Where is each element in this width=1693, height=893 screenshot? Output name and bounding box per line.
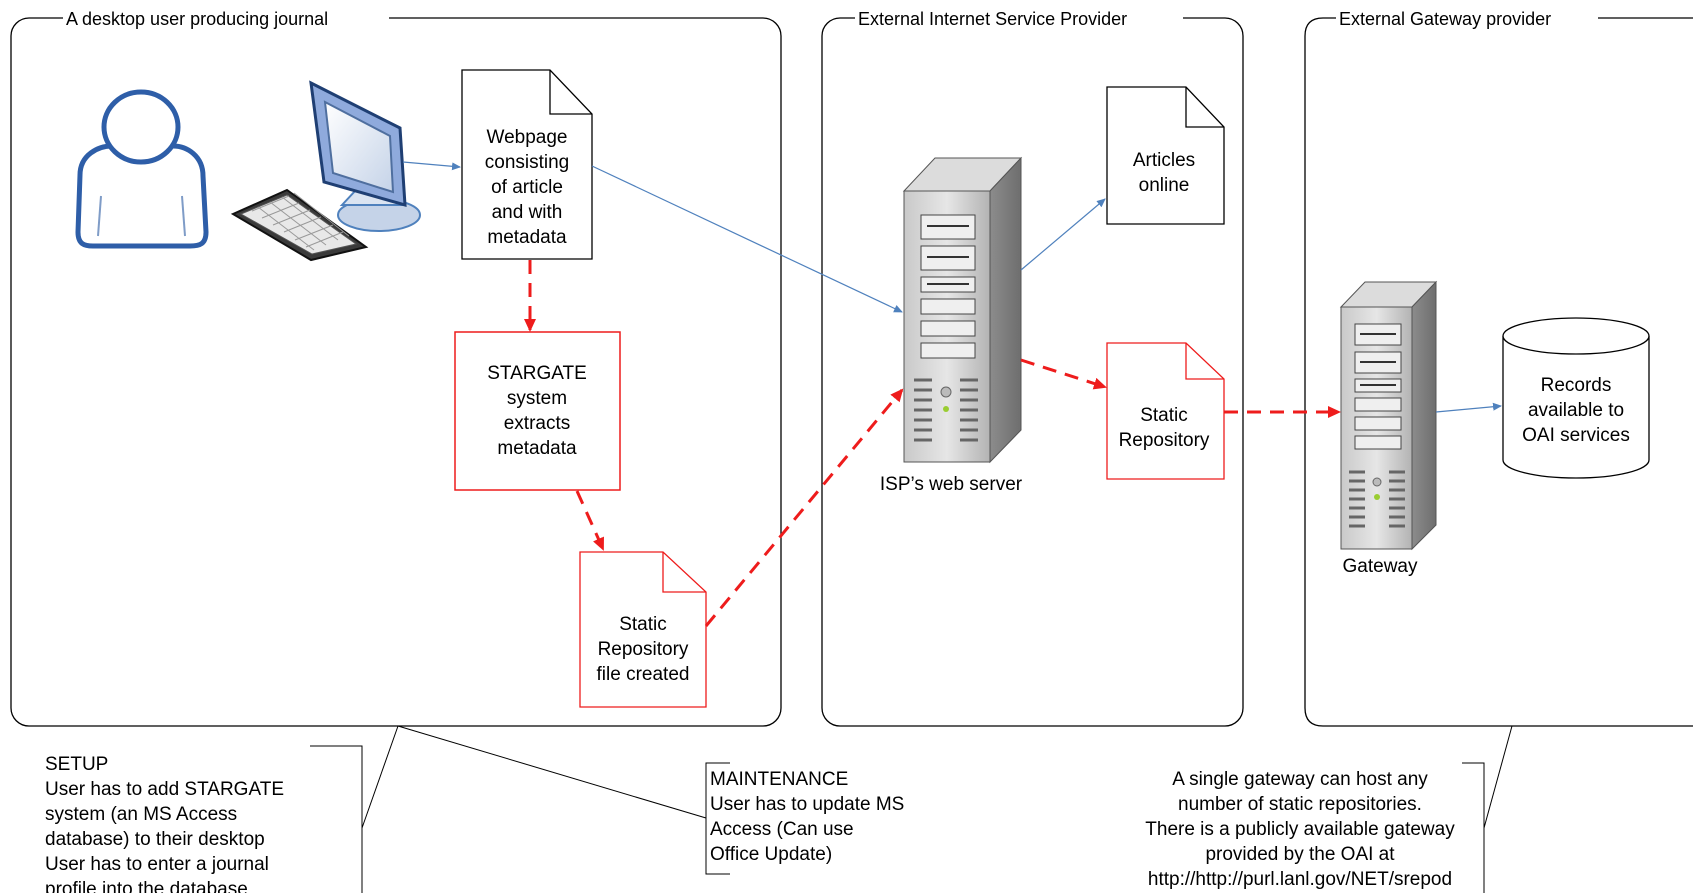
static-repository-line-2: Repository bbox=[1119, 430, 1210, 451]
red-flow-connectors bbox=[524, 260, 1341, 627]
isp-server-icon bbox=[902, 156, 1023, 464]
records-line-1: Records bbox=[1541, 375, 1612, 396]
computer-icon bbox=[230, 80, 421, 262]
maintenance-line-4: Office Update) bbox=[710, 844, 832, 865]
gateway-note-line-5: http://http://purl.lanl.gov/NET/srepod bbox=[1148, 869, 1452, 890]
isp-group: External Internet Service Provider bbox=[821, 8, 1244, 727]
static-file-line-1: Static bbox=[619, 614, 667, 635]
stargate-line-3: extracts bbox=[504, 413, 571, 434]
setup-note: SETUP User has to add STARGATE system (a… bbox=[45, 725, 399, 893]
gateway-note-line-3: There is a publicly available gateway bbox=[1145, 819, 1455, 840]
maintenance-line-2: User has to update MS bbox=[710, 794, 904, 815]
setup-line-2: User has to add STARGATE bbox=[45, 779, 284, 800]
gateway-label: Gateway bbox=[1343, 556, 1418, 577]
server-to-repository-arrow bbox=[1020, 358, 1107, 390]
stargate-box: STARGATE system extracts metadata bbox=[454, 331, 621, 491]
setup-line-4: database) to their desktop bbox=[45, 829, 265, 850]
webpage-to-server-arrow bbox=[591, 165, 903, 313]
setup-line-5: User has to enter a journal bbox=[45, 854, 269, 875]
maintenance-line-3: Access (Can use bbox=[710, 819, 854, 840]
records-line-3: OAI services bbox=[1522, 425, 1630, 446]
gateway-provider-group: External Gateway provider bbox=[1304, 8, 1693, 727]
gateway-note-line-4: provided by the OAI at bbox=[1205, 844, 1395, 865]
records-line-2: available to bbox=[1528, 400, 1624, 421]
desktop-group-title: A desktop user producing journal bbox=[66, 9, 328, 29]
gateway-note-line-1: A single gateway can host any bbox=[1172, 769, 1428, 790]
gateway-note-line-2: number of static repositories. bbox=[1178, 794, 1422, 815]
gateway-note: A single gateway can host any number of … bbox=[1145, 725, 1513, 893]
setup-line-1: SETUP bbox=[45, 754, 108, 775]
static-repository-document: Static Repository bbox=[1106, 342, 1225, 480]
stargate-to-file-arrow bbox=[575, 490, 605, 551]
static-file-document: Static Repository file created bbox=[579, 551, 707, 708]
articles-line-1: Articles bbox=[1133, 150, 1195, 171]
computer-to-webpage-arrow bbox=[402, 161, 461, 171]
webpage-line-1: Webpage bbox=[487, 127, 568, 148]
maintenance-note: MAINTENANCE User has to update MS Access… bbox=[397, 725, 904, 875]
articles-line-2: online bbox=[1139, 175, 1190, 196]
blue-connectors bbox=[402, 161, 1502, 413]
desktop-group: A desktop user producing journal bbox=[10, 8, 782, 727]
webpage-line-2: consisting bbox=[485, 152, 570, 173]
webpage-line-4: and with bbox=[492, 202, 563, 223]
setup-line-3: system (an MS Access bbox=[45, 804, 237, 825]
stargate-line-4: metadata bbox=[497, 438, 577, 459]
stargate-line-1: STARGATE bbox=[487, 363, 587, 384]
maintenance-line-1: MAINTENANCE bbox=[710, 769, 848, 790]
webpage-line-3: of article bbox=[491, 177, 563, 198]
webpage-document: Webpage consisting of article and with m… bbox=[461, 69, 593, 260]
records-database: Records available to OAI services bbox=[1502, 317, 1650, 479]
server-to-articles-arrow bbox=[1020, 198, 1106, 271]
isp-group-title: External Internet Service Provider bbox=[858, 9, 1127, 29]
stargate-line-2: system bbox=[507, 388, 567, 409]
gateway-to-records-arrow bbox=[1435, 402, 1502, 413]
gateway-server-icon bbox=[1339, 280, 1438, 551]
articles-document: Articles online bbox=[1106, 86, 1225, 225]
setup-line-6: profile into the database bbox=[45, 879, 248, 893]
file-to-server-arrow bbox=[704, 388, 904, 627]
static-file-line-2: Repository bbox=[598, 639, 689, 660]
static-file-line-3: file created bbox=[597, 664, 690, 685]
isp-server-label: ISP’s web server bbox=[880, 474, 1023, 495]
static-repository-line-1: Static bbox=[1140, 405, 1188, 426]
user-icon bbox=[75, 89, 209, 249]
gateway-provider-group-title: External Gateway provider bbox=[1339, 9, 1551, 29]
webpage-line-5: metadata bbox=[487, 227, 567, 248]
